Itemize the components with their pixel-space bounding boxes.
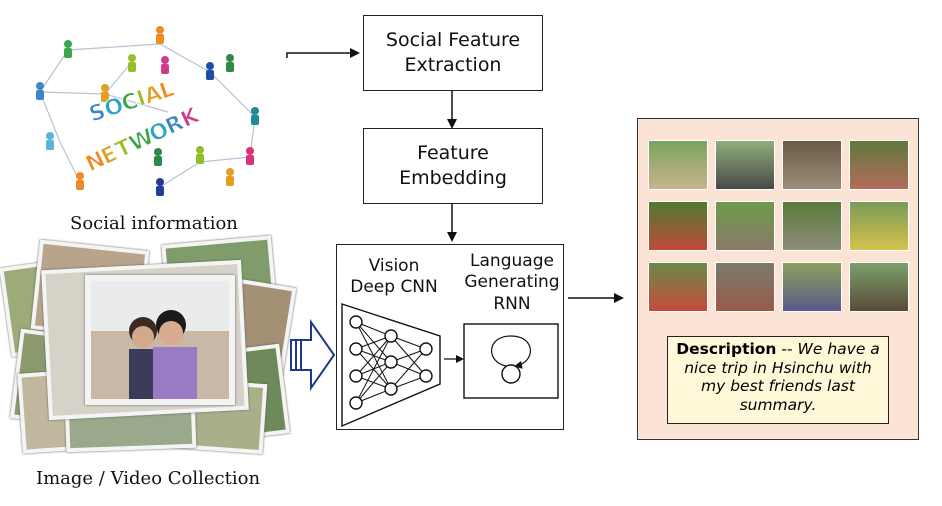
person-icon bbox=[251, 107, 259, 125]
feature-embedding-box: Feature Embedding bbox=[363, 128, 543, 204]
output-thumbnail bbox=[849, 140, 909, 190]
person-icon bbox=[246, 147, 254, 165]
person-icon bbox=[161, 56, 169, 74]
person-icon bbox=[76, 172, 84, 190]
person-icon bbox=[156, 178, 164, 196]
description-text: We have a nice trip in Hsinchu with my b… bbox=[684, 340, 880, 414]
output-thumbnail bbox=[849, 262, 909, 312]
output-thumbnail bbox=[715, 262, 775, 312]
description-label: Description bbox=[676, 340, 777, 358]
cnn-rnn-diagram bbox=[341, 303, 559, 428]
social-feature-extraction-box: Social Feature Extraction bbox=[363, 15, 543, 91]
person-icon bbox=[128, 54, 136, 72]
output-thumbnail bbox=[715, 201, 775, 251]
vision-deep-cnn-label: Vision Deep CNN bbox=[350, 256, 438, 298]
output-thumbnail-grid bbox=[648, 140, 910, 314]
person-icon bbox=[36, 82, 44, 100]
output-thumbnail bbox=[648, 140, 708, 190]
person-icon bbox=[156, 26, 164, 44]
person-icon bbox=[196, 146, 204, 164]
description-box: Description -- We have a nice trip in Hs… bbox=[667, 336, 889, 424]
social-information-label: Social information bbox=[70, 213, 238, 234]
arrow-social-to-extraction bbox=[286, 48, 360, 58]
language-generating-rnn-label: Language Generating RNN bbox=[464, 251, 560, 314]
person-icon bbox=[46, 132, 54, 150]
person-icon bbox=[64, 40, 72, 58]
output-thumbnail bbox=[782, 262, 842, 312]
person-icon bbox=[206, 62, 214, 80]
output-thumbnail bbox=[715, 140, 775, 190]
description-separator: -- bbox=[776, 340, 798, 358]
person-icon bbox=[154, 148, 162, 166]
featured-photo bbox=[85, 275, 235, 405]
person-icon bbox=[226, 168, 234, 186]
social-network-illustration: S O C I A L N E T W O R K bbox=[36, 26, 259, 196]
image-video-collection-label: Image / Video Collection bbox=[36, 468, 261, 489]
output-thumbnail bbox=[648, 201, 708, 251]
output-thumbnail bbox=[849, 201, 909, 251]
hollow-input-arrow bbox=[290, 318, 336, 392]
output-thumbnail bbox=[782, 201, 842, 251]
output-thumbnail bbox=[782, 140, 842, 190]
person-icon bbox=[101, 84, 109, 102]
output-thumbnail bbox=[648, 262, 708, 312]
photo-stack bbox=[0, 235, 297, 455]
person-icon bbox=[226, 54, 234, 72]
